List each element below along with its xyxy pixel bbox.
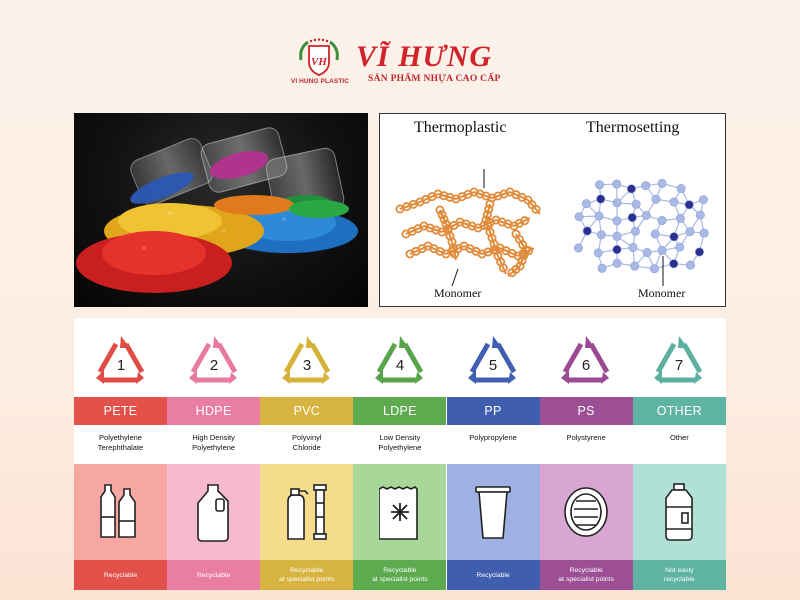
vi-hung-logo-icon: VH — [299, 38, 339, 76]
recycle-symbol: 2 — [167, 324, 260, 398]
brand-tagline: SẢN PHẨM NHỰA CAO CẤP — [368, 74, 501, 84]
spray-pipe-icon — [260, 464, 354, 560]
recycle-triangle-icon: 7 — [654, 336, 703, 384]
plastic-pellets-photo — [74, 113, 368, 307]
recycle-symbol: 6 — [540, 324, 633, 398]
resin-full-name: Other — [669, 433, 689, 442]
resin-code-label: PS — [539, 397, 633, 425]
bag-icon — [353, 464, 447, 560]
resin-code-label: HDPE — [167, 397, 261, 425]
bottles-icon — [74, 464, 167, 560]
resin-full-name: Polystyrene — [566, 433, 606, 442]
recycle-triangle-icon: 1 — [95, 336, 144, 384]
recyclability-status: Recyclable — [446, 560, 540, 590]
jar-blue — [130, 138, 213, 206]
polymer-structure-diagram: Thermoplastic Thermosetting Monomer Mono… — [379, 113, 726, 307]
recycle-number: 3 — [303, 357, 311, 374]
resin-code-pp: 5 PP Polypropylene Recyclable — [446, 318, 540, 590]
recycle-triangle-icon: 2 — [188, 336, 237, 384]
thermoplastic-monomer-label: Monomer — [434, 286, 482, 300]
resin-code-label: LDPE — [353, 397, 447, 425]
recycle-number: 1 — [116, 357, 124, 374]
polymer-chains-graphic — [395, 169, 709, 287]
recycle-symbol: 4 — [353, 324, 446, 398]
recycle-symbol: 1 — [74, 324, 167, 398]
thermosetting-network-icon — [573, 178, 709, 274]
recycle-triangle-icon: 5 — [468, 336, 517, 384]
resin-code-label: PVC — [260, 397, 354, 425]
resin-full-name: Polypropylene — [469, 433, 517, 442]
thermosetting-monomer-label: Monomer — [638, 286, 686, 300]
jar-purple — [200, 127, 288, 193]
recycle-symbol: 7 — [633, 324, 726, 398]
cup-icon — [446, 464, 540, 560]
resin-code-label: OTHER — [632, 397, 726, 425]
brand-header: VH VI HUNG PLASTIC VĨ HƯNG SẢN PHẨM NHỰA… — [0, 30, 800, 90]
recyclability-status: Recyclable — [167, 560, 261, 590]
resin-code-label: PP — [446, 397, 540, 425]
thermosetting-title: Thermosetting — [586, 119, 680, 136]
recycle-number: 5 — [489, 357, 497, 374]
jug-icon — [167, 464, 261, 560]
thermoplastic-title: Thermoplastic — [414, 119, 507, 136]
recycle-number: 2 — [209, 357, 217, 374]
logo-caption: VI HUNG PLASTIC — [290, 78, 350, 85]
recycle-number: 6 — [582, 357, 590, 374]
recyclability-status: Recyclable — [74, 560, 167, 590]
lid-icon — [539, 464, 633, 560]
recycle-symbol: 3 — [260, 324, 353, 398]
resin-code-label: PETE — [74, 397, 167, 425]
recycle-number: 4 — [396, 357, 404, 374]
recycle-triangle-icon: 3 — [281, 336, 330, 384]
water-jug-icon — [632, 464, 726, 560]
recycle-triangle-icon: 4 — [374, 336, 424, 384]
logo-monogram: VH — [311, 56, 327, 68]
brand-name: VĨ HƯNG — [356, 40, 493, 73]
recycle-number: 7 — [675, 357, 683, 374]
recycle-triangle-icon: 6 — [561, 336, 610, 384]
recycle-symbol: 5 — [447, 324, 540, 398]
thermoplastic-chains-icon — [395, 187, 541, 278]
